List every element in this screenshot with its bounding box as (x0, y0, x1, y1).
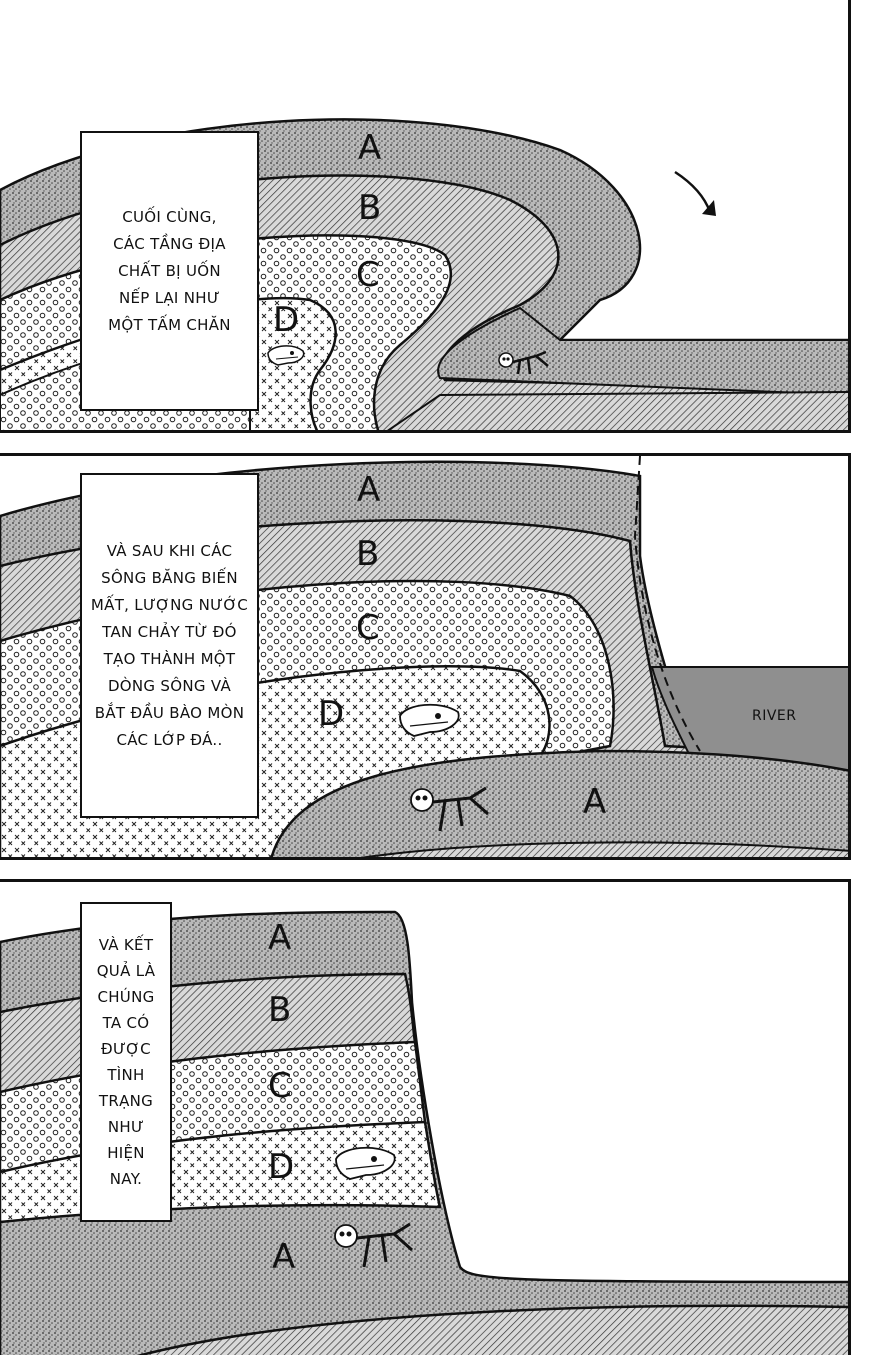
panel-folded-layers: A B C D CUỐI CÙNG, CÁC TẦNG ĐỊA CHẤT BỊ … (0, 0, 851, 433)
layer-label-d: D (273, 300, 300, 340)
layer-b-bottom (387, 391, 848, 430)
layer-label-a: A (358, 128, 382, 168)
layer-a-bottom (270, 749, 848, 857)
layer-label-b: B (356, 534, 380, 574)
panel-river-erosion: A B C D A RIVER VÀ SAU KHI CÁC SÔNG BĂNG… (0, 453, 851, 860)
skeleton-icon (498, 350, 549, 375)
caption-box-3: VÀ KẾT QUẢ LÀ CHÚNG TA CÓ ĐƯỢC TÌNH TRẠN… (80, 902, 172, 1222)
dinosaur-skull-icon (335, 1146, 396, 1180)
layer-label-c: C (268, 1066, 292, 1106)
layer-label-d: D (318, 694, 345, 734)
layer-label-b: B (268, 990, 292, 1030)
layer-b-bottom (360, 841, 848, 857)
erosion-line (633, 456, 701, 752)
layer-label-b: B (358, 188, 382, 228)
dinosaur-skull-icon (267, 345, 305, 366)
layer-label-a: A (357, 470, 381, 510)
caption-box-1: CUỐI CÙNG, CÁC TẦNG ĐỊA CHẤT BỊ UỐN NẾP … (80, 131, 259, 411)
layer-a-inner (437, 306, 848, 396)
dinosaur-skull-icon (399, 703, 460, 737)
skeleton-icon (410, 786, 489, 832)
layer-label-d: D (268, 1147, 295, 1187)
fold-arrow-icon (674, 170, 712, 213)
layer-label-a: A (268, 918, 292, 958)
layer-label-c: C (356, 255, 380, 295)
layer-label-a-lower: A (272, 1237, 296, 1277)
panel-present-day: A B C D A VÀ KẾT QUẢ LÀ CHÚNG TA CÓ ĐƯỢC… (0, 879, 851, 1355)
skeleton-icon (334, 1222, 413, 1268)
layer-b-bottom (136, 1304, 848, 1355)
river-label: RIVER (752, 708, 797, 724)
caption-box-2: VÀ SAU KHI CÁC SÔNG BĂNG BIẾN MẤT, LƯỢNG… (80, 473, 259, 818)
layer-label-c: C (356, 608, 380, 648)
layer-label-a-lower: A (583, 782, 607, 822)
